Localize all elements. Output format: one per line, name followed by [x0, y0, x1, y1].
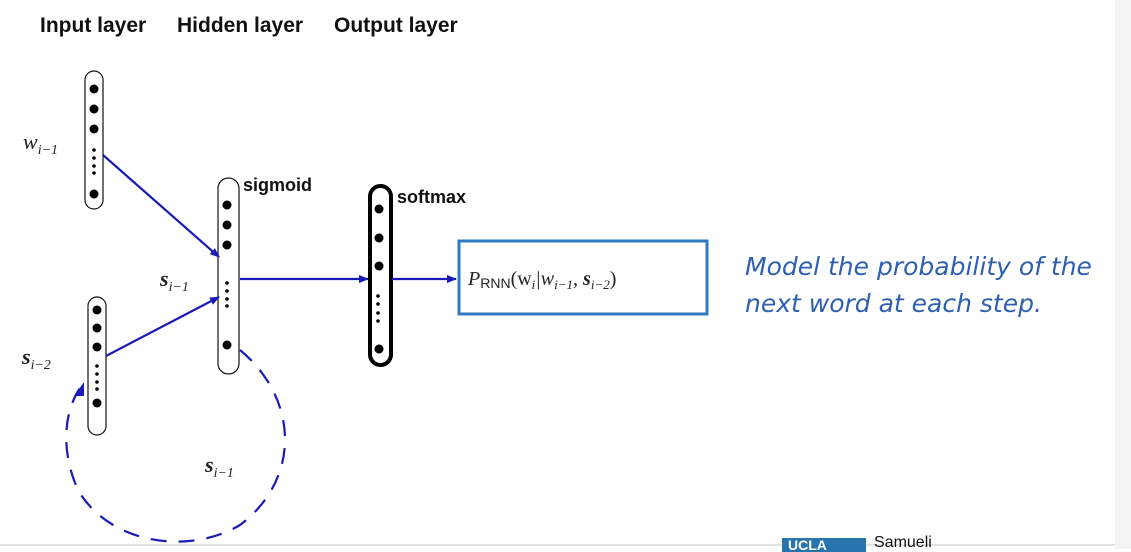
- samueli-logo-text: Samueli: [874, 534, 932, 551]
- output-probability-box: [457, 239, 709, 316]
- label-w-prev: wi−1: [23, 129, 58, 158]
- label-s-loop: si−1: [204, 452, 234, 481]
- output-vector: [368, 184, 393, 367]
- bottom-divider: [0, 544, 1115, 546]
- input-layer-header: Input layer: [40, 14, 147, 37]
- recurrent-loop: [65, 349, 287, 543]
- hidden-vector: [217, 177, 240, 375]
- caption-text: Model the probability of the next word a…: [745, 252, 1092, 318]
- ucla-logo-box: UCLA: [782, 538, 866, 552]
- label-s-prev2: si−2: [21, 344, 51, 373]
- sigmoid-label: sigmoid: [243, 175, 312, 195]
- hidden-layer-header: Hidden layer: [177, 14, 304, 37]
- input-vector-s-prev2: [87, 296, 107, 436]
- right-edge-strip: [1115, 0, 1131, 549]
- softmax-label: softmax: [397, 187, 466, 207]
- recurrent-arrowhead: [74, 382, 84, 396]
- ucla-samueli-logo: UCLA Samueli: [782, 534, 932, 552]
- output-probability-formula: PRNN(wi|wi−1, si−2): [467, 268, 616, 292]
- input-vector-w: [84, 70, 104, 210]
- arrow-s-to-hidden: [105, 296, 220, 357]
- arrow-w-to-hidden: [102, 154, 220, 258]
- output-layer-header: Output layer: [334, 14, 458, 37]
- label-s-prev: si−1: [159, 266, 189, 295]
